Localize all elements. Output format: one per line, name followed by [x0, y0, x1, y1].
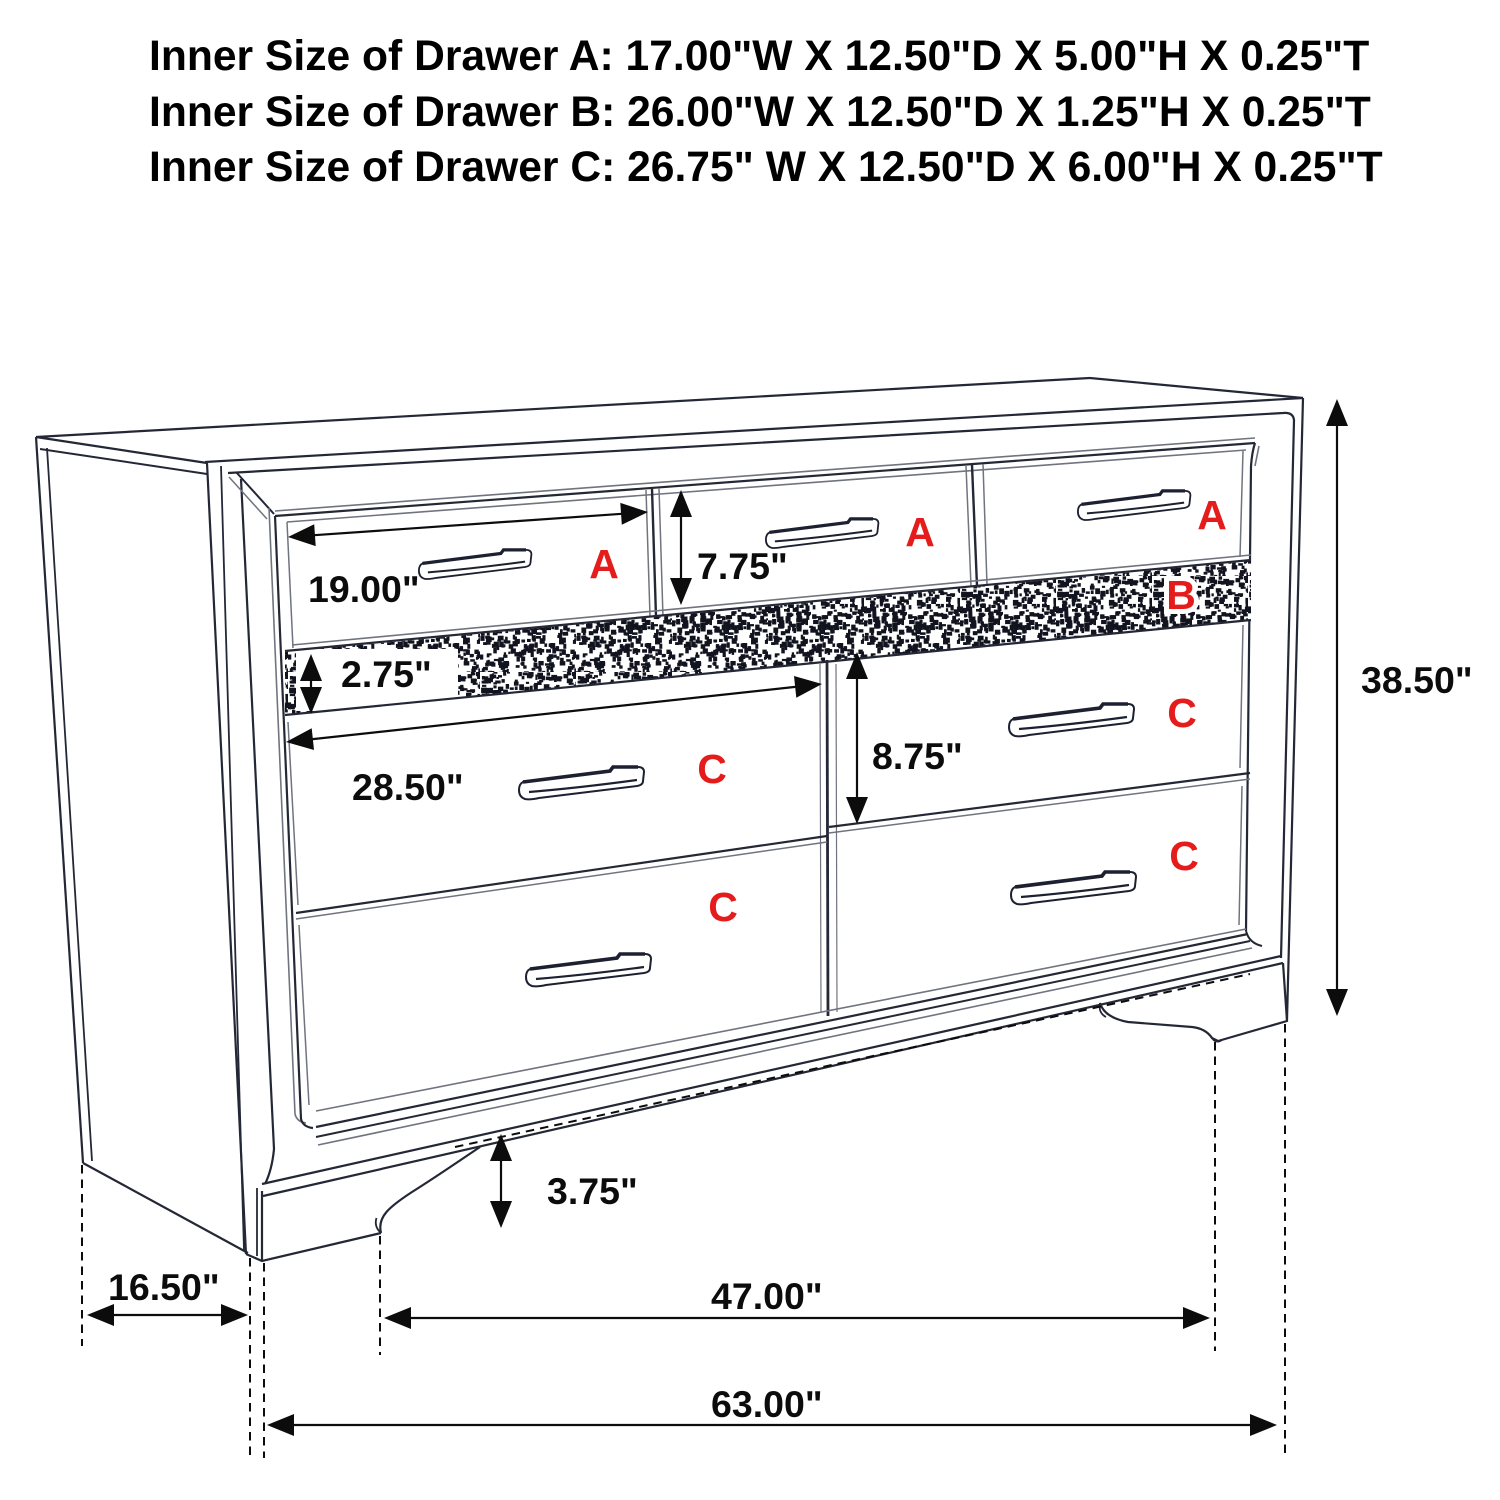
svg-text:C: C	[1167, 690, 1197, 736]
svg-text:A: A	[589, 541, 619, 587]
svg-text:28.50": 28.50"	[352, 766, 464, 808]
svg-text:16.50": 16.50"	[108, 1266, 220, 1308]
svg-text:3.75": 3.75"	[547, 1170, 638, 1212]
svg-text:19.00": 19.00"	[308, 568, 420, 610]
svg-text:8.75": 8.75"	[872, 735, 963, 777]
svg-text:63.00": 63.00"	[711, 1383, 823, 1425]
svg-text:2.75": 2.75"	[341, 653, 432, 695]
svg-text:B: B	[1166, 572, 1196, 618]
svg-text:7.75": 7.75"	[697, 545, 788, 587]
svg-text:47.00": 47.00"	[711, 1275, 823, 1317]
svg-text:A: A	[1197, 492, 1227, 538]
svg-text:A: A	[905, 509, 935, 555]
svg-text:B: B	[1166, 572, 1196, 618]
svg-text:C: C	[697, 746, 727, 792]
svg-text:C: C	[708, 884, 738, 930]
svg-text:C: C	[1169, 833, 1199, 879]
svg-text:38.50": 38.50"	[1361, 659, 1473, 701]
